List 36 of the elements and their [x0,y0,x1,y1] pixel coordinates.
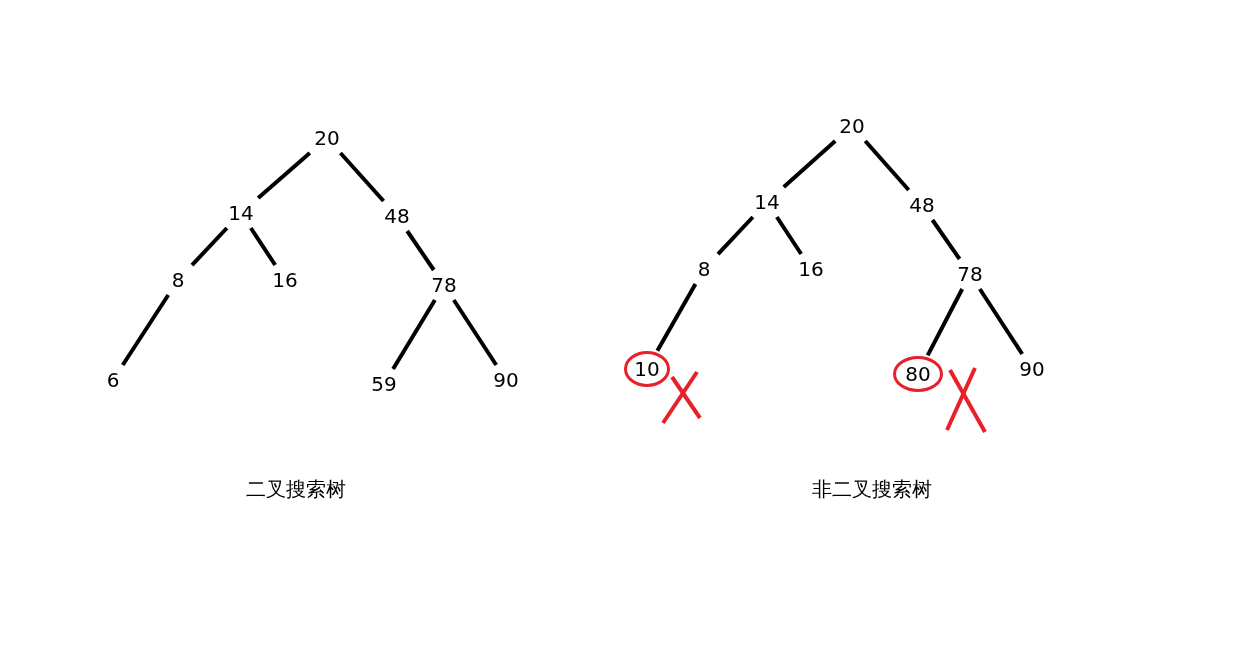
tree-node-number: 20 [834,113,870,139]
tree-edge [391,298,437,371]
tree-node-number: 8 [692,256,716,282]
tree-node-number: 59 [366,371,402,397]
circled-number: 10 [624,351,670,387]
tree-edge [655,283,698,352]
tree-node-number: 48 [904,192,940,218]
tree-edge [249,226,277,267]
tree-caption: 非二叉搜索树 [812,476,932,503]
tree-node-number: 16 [793,256,829,282]
tree-node-number: 78 [952,261,988,287]
tree-edge [256,151,312,200]
tree-caption: 二叉搜索树 [246,476,346,503]
tree-node-number: 20 [309,125,345,151]
tree-node-number: 78 [426,272,462,298]
tree-edge [121,293,170,367]
tree-node-number: 16 [267,267,303,293]
tree-edge [716,215,755,256]
tree-edge [782,139,837,189]
tree-edge [405,229,436,272]
tree-node-number: 8 [166,267,190,293]
tree-node-number: 14 [223,200,259,226]
tree-edge [775,215,803,256]
tree-node-number: 48 [379,203,415,229]
circled-number: 80 [893,356,943,392]
tree-edge [978,287,1024,356]
tree-edge [930,218,962,261]
tree-edge [452,298,498,367]
tree-node-number: 14 [749,189,785,215]
tree-node-number: 90 [488,367,524,393]
tree-node-number: 90 [1014,356,1050,382]
tree-node-number: 6 [101,367,125,393]
tree-edge [190,226,229,267]
tree-edge [863,139,911,192]
tree-edge [338,151,386,203]
tree-edge [925,288,964,357]
